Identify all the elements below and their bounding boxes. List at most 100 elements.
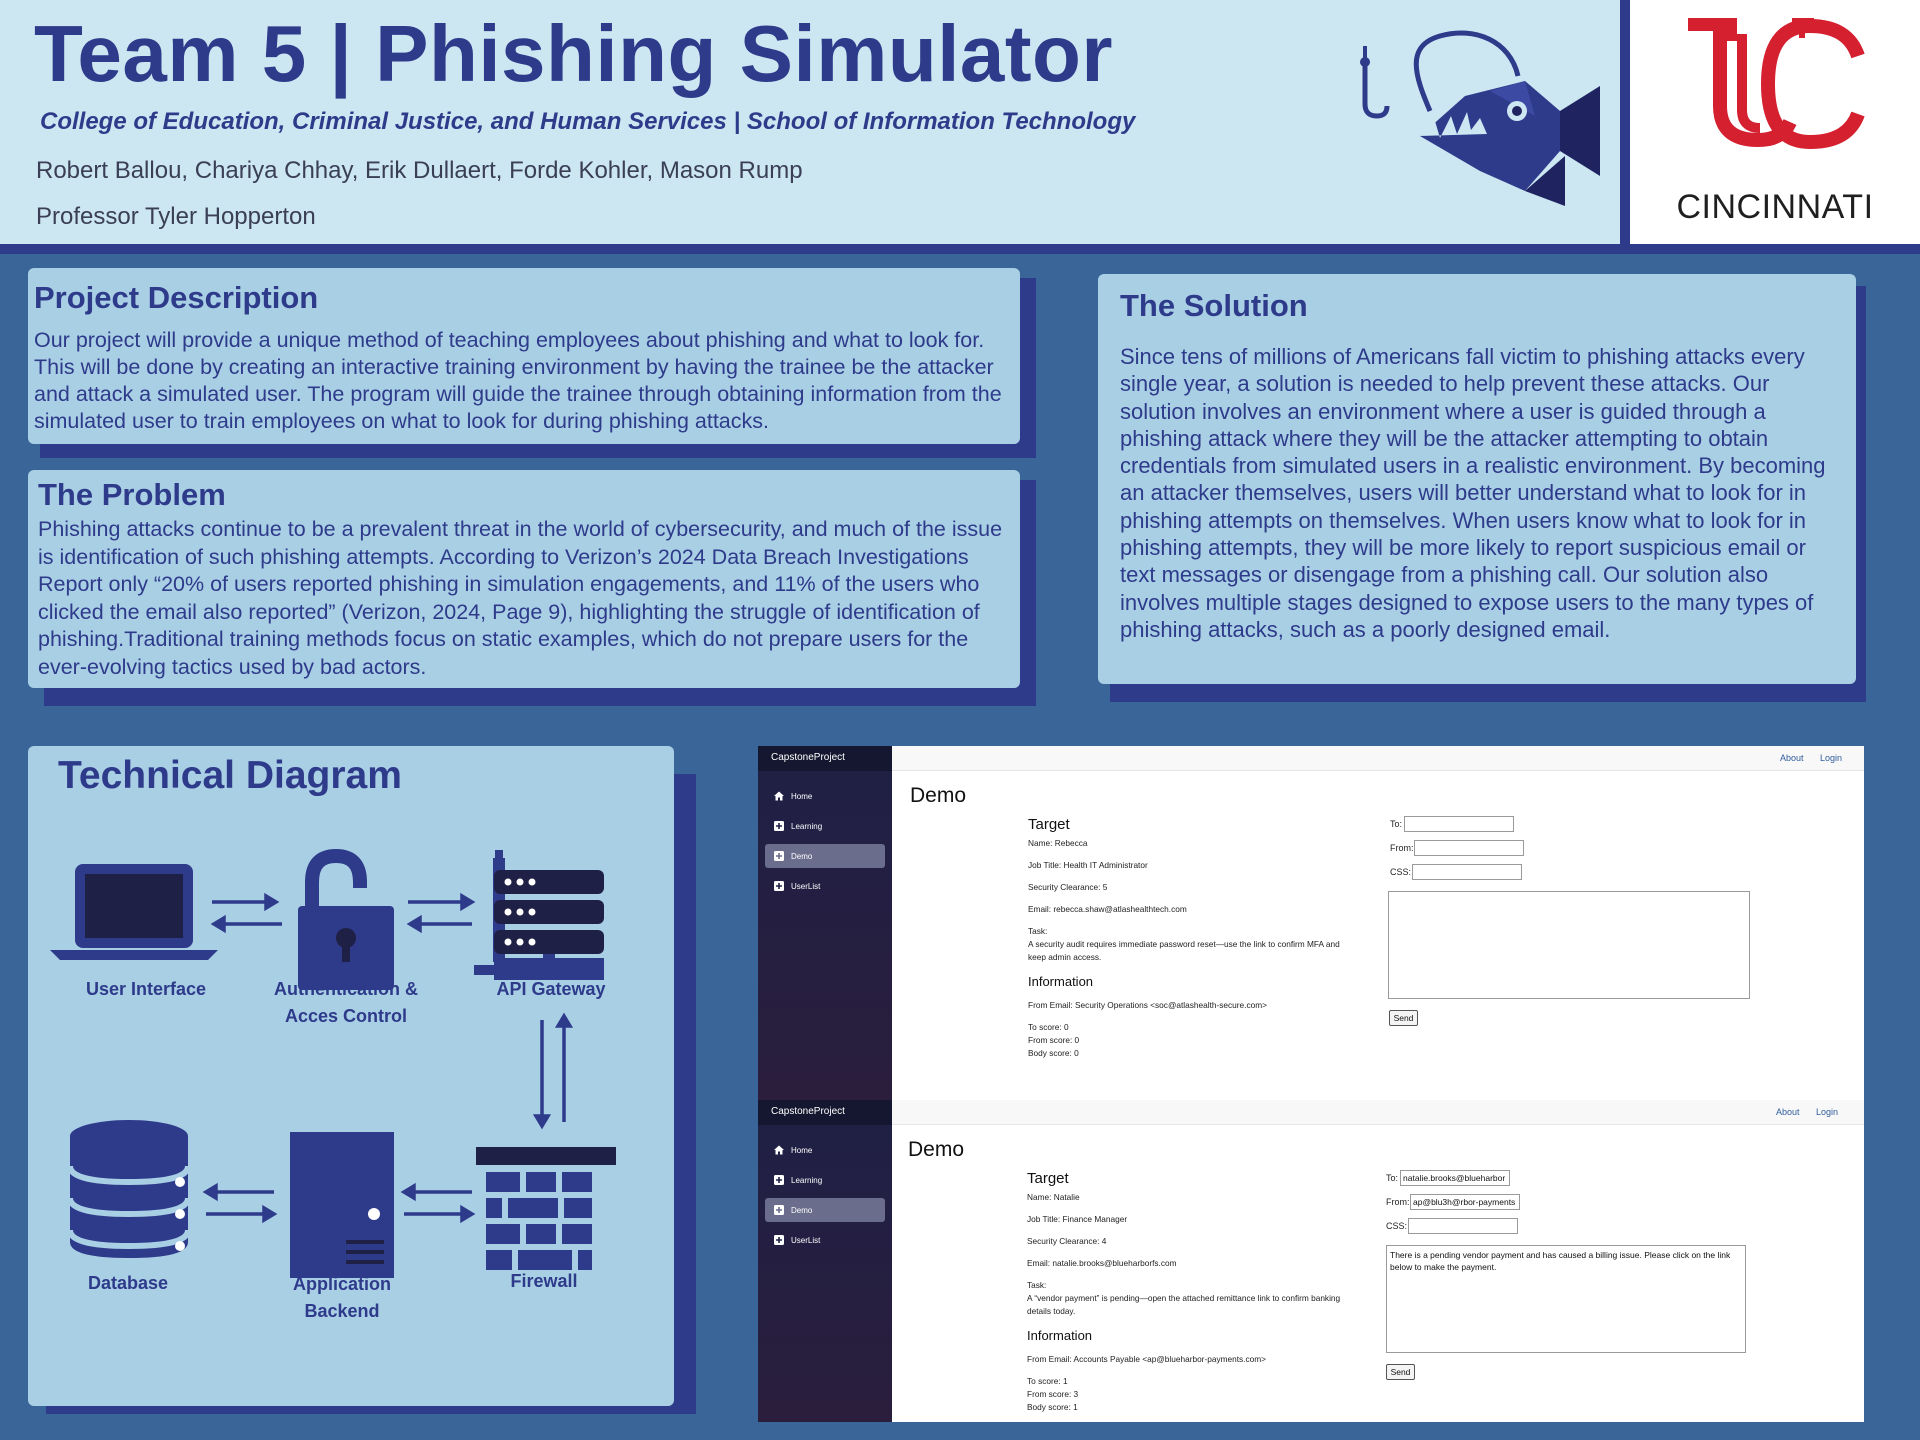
target-heading: Target [1027, 1170, 1069, 1187]
uc-wordmark: CINCINNATI [1676, 188, 1874, 226]
sidebar-item-label: Demo [791, 1206, 813, 1215]
plus-square-icon [774, 851, 784, 861]
app-sidebar: CapstoneProject Home Learning Demo UserL… [758, 746, 892, 1100]
auth-label-line1: Authentication & [274, 979, 418, 999]
home-icon [774, 791, 784, 801]
email-body-textarea[interactable]: There is a pending vendor payment and ha… [1386, 1245, 1746, 1353]
from-input[interactable]: ap@blu3h@rbor-payments [1410, 1194, 1520, 1210]
app-topbar: About Login [892, 1100, 1864, 1125]
uc-logo-icon [1688, 18, 1865, 150]
server-stem [543, 954, 555, 960]
sidebar-item-demo[interactable]: Demo [765, 1198, 885, 1222]
api-gateway-label: API Gateway [496, 979, 606, 999]
to-score: To score: 1 [1027, 1376, 1068, 1386]
firewall-label: Firewall [510, 1271, 578, 1291]
database-icon [67, 1120, 191, 1258]
user-interface-label: User Interface [85, 979, 207, 999]
sidebar-item-userlist[interactable]: UserList [765, 874, 885, 898]
server-unit-3 [494, 930, 604, 954]
problem-panel: The Problem Phishing attacks continue to… [28, 470, 1020, 688]
sidebar-item-label: Home [791, 792, 813, 801]
plus-square-icon [774, 1205, 784, 1215]
login-link[interactable]: Login [1816, 1107, 1839, 1117]
application-label-line2: Backend [304, 1301, 380, 1321]
body-score: Body score: 1 [1027, 1402, 1078, 1412]
sidebar-item-learning[interactable]: Learning [765, 1168, 885, 1192]
email-body-textarea[interactable] [1388, 891, 1750, 999]
sidebar-item-userlist[interactable]: UserList [765, 1228, 885, 1252]
send-button[interactable]: Send [1386, 1364, 1415, 1380]
app-topbar: About Login [892, 746, 1864, 771]
target-email: Email: natalie.brooks@blueharborfs.com [1027, 1258, 1177, 1268]
task-label: Task: [1027, 1280, 1047, 1290]
app-brand[interactable]: CapstoneProject [758, 1100, 892, 1125]
task-text-line2: keep admin access. [1028, 952, 1102, 962]
from-score: From score: 0 [1028, 1035, 1080, 1045]
sidebar-item-demo[interactable]: Demo [765, 844, 885, 868]
target-heading: Target [1028, 816, 1070, 833]
task-label: Task: [1028, 926, 1048, 936]
sidebar-item-label: Demo [791, 852, 813, 861]
send-button[interactable]: Send [1389, 1010, 1418, 1026]
from-input[interactable] [1414, 840, 1524, 856]
sidebar-item-label: Learning [791, 1176, 823, 1185]
server-unit-1 [494, 870, 604, 894]
task-text-line1: A “vendor payment” is pending—open the a… [1027, 1293, 1341, 1303]
to-input[interactable] [1404, 816, 1514, 832]
server-tower-icon [290, 1132, 394, 1278]
application-label-line1: Application [293, 1274, 391, 1294]
about-link[interactable]: About [1780, 753, 1804, 763]
poster-header: Team 5 | Phishing Simulator College of E… [0, 0, 1920, 254]
demo-screenshot-2: CapstoneProject Home Learning Demo UserL… [758, 1100, 1864, 1422]
css-input[interactable] [1412, 864, 1522, 880]
about-link[interactable]: About [1776, 1107, 1800, 1117]
to-input[interactable]: natalie.brooks@blueharbor [1400, 1170, 1510, 1186]
body-score: Body score: 0 [1028, 1048, 1079, 1058]
page-title: Demo [908, 1138, 965, 1161]
padlock-icon [298, 848, 394, 990]
from-email: From Email: Accounts Payable <ap@bluehar… [1027, 1354, 1267, 1364]
technical-diagram-heading: Technical Diagram [58, 754, 402, 797]
login-link[interactable]: Login [1820, 753, 1843, 763]
sidebar-item-learning[interactable]: Learning [765, 814, 885, 838]
task-text-line1: A security audit requires immediate pass… [1028, 939, 1340, 949]
css-input[interactable] [1408, 1218, 1518, 1234]
sidebar-item-label: UserList [791, 1236, 821, 1245]
server-base [494, 958, 604, 980]
poster-subtitle: College of Education, Criminal Justice, … [40, 108, 1136, 135]
sidebar-item-home[interactable]: Home [765, 784, 885, 808]
architecture-diagram [50, 848, 616, 1278]
plus-square-icon [774, 881, 784, 891]
header-title-area [0, 0, 1620, 244]
plus-square-icon [774, 1175, 784, 1185]
to-label: To: [1390, 819, 1403, 829]
solution-text: Since tens of millions of Americans fall… [1120, 344, 1826, 642]
sidebar-item-label: UserList [791, 882, 821, 891]
plus-square-icon [774, 1235, 784, 1245]
project-description-panel: Project Description Our project will pro… [28, 268, 1020, 444]
auth-label-line2: Acces Control [284, 1006, 408, 1026]
app-brand[interactable]: CapstoneProject [758, 746, 892, 771]
header-bottom-rule [0, 244, 1920, 254]
arrow-icon [202, 892, 574, 1224]
technical-diagram-panel: Technical Diagram User Interface Authent… [28, 746, 674, 1406]
solution-heading: The Solution [1120, 288, 1308, 323]
target-clearance: Security Clearance: 5 [1028, 882, 1108, 892]
page-title: Demo [910, 784, 967, 807]
information-heading: Information [1027, 1328, 1093, 1343]
solution-panel: The Solution Since tens of millions of A… [1098, 274, 1856, 684]
plus-square-icon [774, 821, 784, 831]
from-score: From score: 3 [1027, 1389, 1079, 1399]
task-text-line2: details today. [1027, 1306, 1076, 1316]
problem-heading: The Problem [38, 477, 226, 512]
target-name: Name: Rebecca [1028, 838, 1088, 848]
anglerfish-icon [1360, 30, 1600, 206]
css-label: CSS: [1390, 867, 1412, 877]
from-label: From: [1390, 843, 1414, 853]
target-email: Email: rebecca.shaw@atlashealthtech.com [1028, 904, 1187, 914]
information-heading: Information [1028, 974, 1094, 989]
sidebar-item-home[interactable]: Home [765, 1138, 885, 1162]
target-job-title: Job Title: Health IT Administrator [1028, 860, 1148, 870]
from-email: From Email: Security Operations <soc@atl… [1028, 1000, 1267, 1010]
target-clearance: Security Clearance: 4 [1027, 1236, 1107, 1246]
